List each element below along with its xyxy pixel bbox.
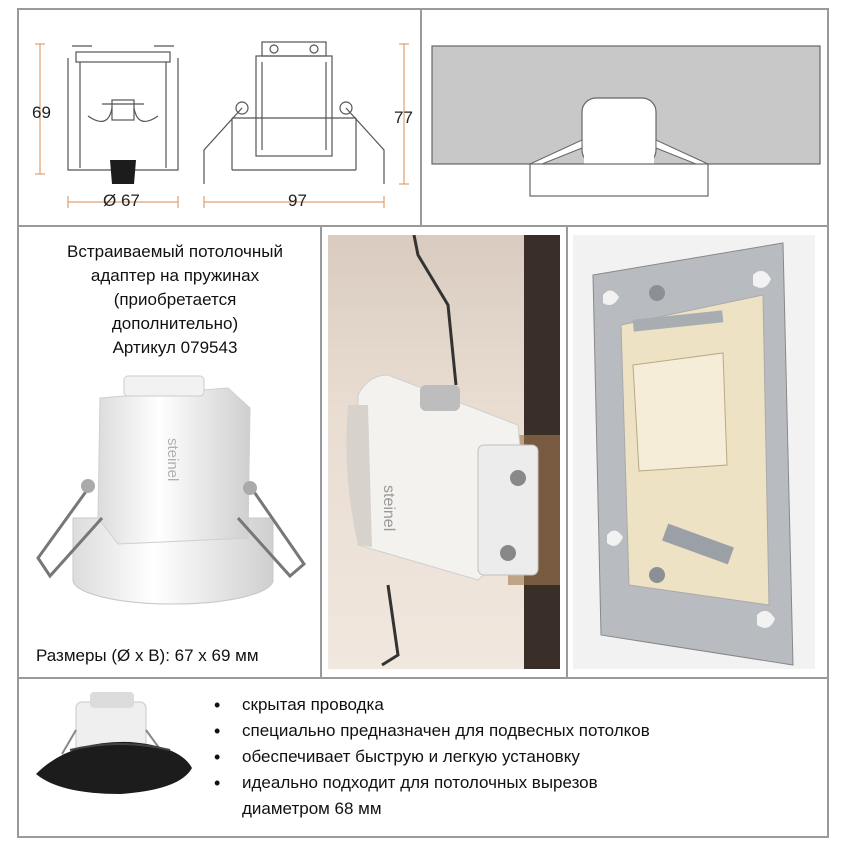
- dimension-height-right: 77: [394, 108, 413, 127]
- feature-list: • скрытая проводка • специально предназнач…: [214, 692, 650, 822]
- divider-mid-right: [566, 225, 568, 679]
- sensor-product-image: [36, 692, 192, 794]
- divider-mid-left: [320, 225, 322, 679]
- dimension-width: 97: [288, 191, 307, 210]
- bullet: •: [214, 773, 221, 793]
- feature-item: • скрытая проводка: [214, 692, 650, 718]
- description-line: Встраиваемый потолочный: [66, 242, 284, 261]
- description-line: дополнительно): [111, 314, 239, 333]
- feature-text: специально предназначен для подвесных по…: [242, 721, 650, 740]
- steinel-logo: steinel: [380, 485, 397, 531]
- description-line: адаптер на пружинах: [90, 266, 260, 285]
- divider-top-vertical: [420, 8, 422, 227]
- ceiling-cutout-diagram: [431, 45, 821, 197]
- adapter-product-image: steinel: [36, 375, 307, 605]
- article-number: Артикул 079543: [112, 338, 238, 357]
- divider-bottom: [17, 677, 829, 679]
- installed-adapter-photo: steinel: [328, 235, 560, 669]
- dimension-diameter: Ø 67: [103, 191, 140, 210]
- divider-top: [17, 225, 829, 227]
- mounting-plate-photo: [573, 235, 815, 669]
- dimensions-label: Размеры (Ø x B): 67 x 69 мм: [36, 646, 259, 665]
- feature-item: • специально предназначен для подвесных п…: [214, 718, 650, 744]
- steinel-logo: steinel: [164, 438, 181, 481]
- outer-frame: [17, 8, 829, 838]
- feature-text: обеспечивает быструю и легкую установку: [242, 747, 580, 766]
- front-view-drawing: [35, 43, 179, 208]
- feature-item: • обеспечивает быструю и легкую установку: [214, 744, 650, 770]
- feature-text: диаметром 68 мм: [242, 799, 382, 818]
- feature-item: • идеально подходит для потолочных вырезо…: [214, 770, 650, 796]
- adapter-description: Встраиваемый потолочный адаптер на пружи…: [30, 240, 320, 360]
- feature-item-continuation: диаметром 68 мм: [214, 796, 650, 822]
- description-line: (приобретается: [113, 290, 237, 309]
- bullet: •: [214, 695, 221, 715]
- bullet: •: [214, 721, 221, 741]
- bullet: •: [214, 747, 221, 767]
- feature-text: идеально подходит для потолочных вырезов: [242, 773, 598, 792]
- side-view-drawing: [203, 41, 409, 208]
- feature-text: скрытая проводка: [242, 695, 384, 714]
- dimension-height-left: 69: [32, 103, 51, 122]
